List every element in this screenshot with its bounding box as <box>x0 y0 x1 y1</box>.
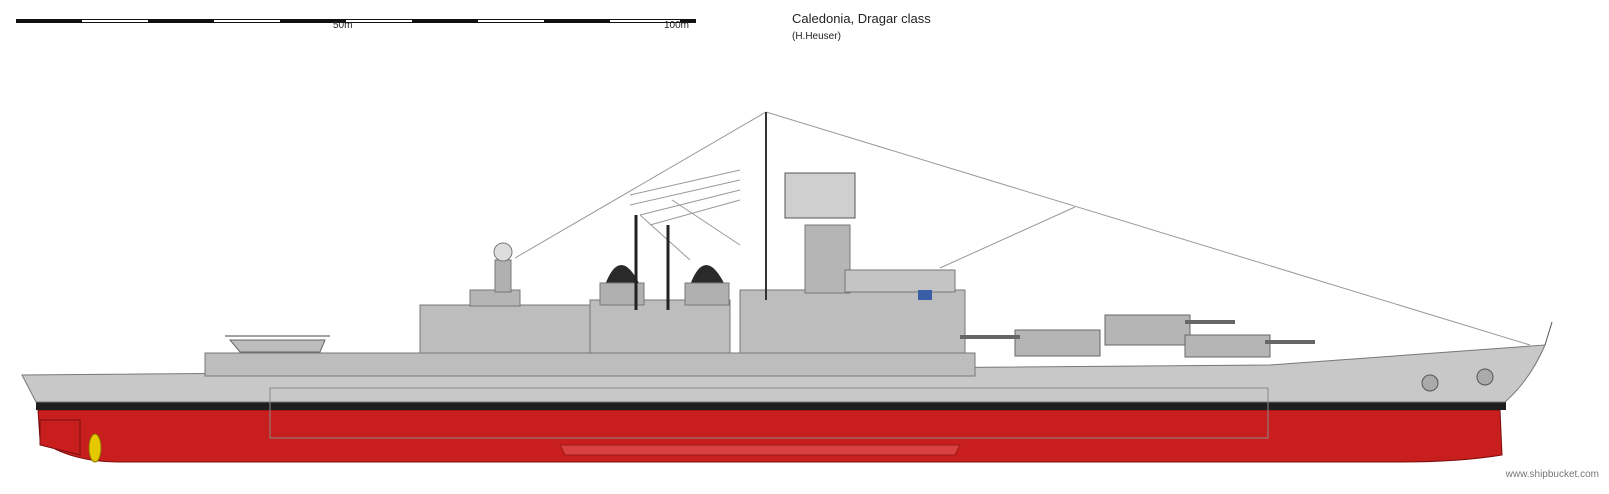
forward-turret-a <box>960 329 1101 357</box>
funnel-dome-aft <box>605 265 640 285</box>
rigging-lines <box>514 111 1531 346</box>
scale-label-50m: 50m <box>333 20 353 31</box>
bridge-upper <box>844 269 956 293</box>
propeller <box>88 433 102 463</box>
ship-title: Caledonia, Dragar class <box>792 11 931 26</box>
aft-radar-dome <box>493 242 513 262</box>
hull-lower <box>37 409 1503 463</box>
main-deck-structure <box>204 352 976 377</box>
radar-array <box>784 172 856 219</box>
funnel-dome-fwd <box>690 265 725 285</box>
aft-mast-tower <box>494 259 512 293</box>
rudder <box>39 419 81 456</box>
mid-superstructure <box>589 299 731 354</box>
scale-bar <box>16 14 696 32</box>
anchor-port-2 <box>1476 368 1494 386</box>
flag-panel <box>918 290 932 300</box>
forward-turret-b <box>1104 314 1235 346</box>
anchor-port-1 <box>1421 374 1439 392</box>
forward-turret-c <box>1184 334 1315 358</box>
bilge-keel <box>559 444 961 456</box>
site-credit: www.shipbucket.com <box>1505 469 1599 480</box>
armour-belt <box>269 387 1269 439</box>
scale-bar-graphic <box>16 19 696 23</box>
funnel-fwd <box>684 282 730 306</box>
forward-superstructure <box>739 289 966 354</box>
jack-staff <box>1544 321 1553 346</box>
funnel-aft <box>599 282 645 306</box>
boot-top <box>36 402 1506 410</box>
aft-deckhouse <box>419 304 596 354</box>
bridge-tower <box>804 224 851 294</box>
scale-label-100m: 100m <box>664 20 690 31</box>
ship-author: (H.Heuser) <box>792 31 841 42</box>
helicopter <box>225 335 330 353</box>
